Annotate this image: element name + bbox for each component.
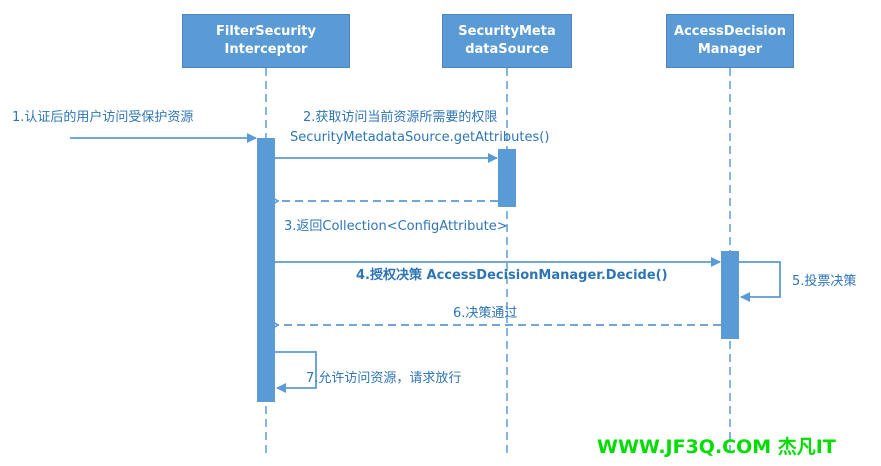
- participant-source-line2: dataSource: [465, 42, 549, 57]
- message-3-label: 3.返回Collection<ConfigAttribute>: [284, 219, 508, 234]
- message-7-label: 7.允许访问资源，请求放行: [306, 371, 462, 386]
- activation-filter: [257, 138, 275, 402]
- message-6-label: 6.决策通过: [453, 306, 518, 321]
- participant-manager-line2: Manager: [697, 42, 763, 57]
- participant-manager-line1: AccessDecision: [674, 24, 786, 39]
- activation-manager: [721, 251, 739, 339]
- message-4-label: 4.授权决策 AccessDecisionManager.Decide(): [356, 268, 668, 283]
- activation-source: [498, 149, 516, 207]
- message-1-label: 1.认证后的用户访问受保护资源: [12, 110, 194, 125]
- arrow-m7: [275, 351, 317, 393]
- participant-filter-security-interceptor: FilterSecurity Interceptor: [182, 14, 350, 68]
- participant-source-line1: SecurityMeta: [458, 24, 556, 39]
- message-5-label: 5.投票决策: [792, 274, 857, 289]
- message-2-label: 2.获取访问当前资源所需要的权限: [303, 110, 498, 125]
- participant-security-metadata-source: SecurityMeta dataSource: [442, 14, 572, 68]
- participant-filter-line1: FilterSecurity: [216, 24, 316, 39]
- message-2-method-label: SecurityMetadataSource.getAttributes(): [290, 130, 550, 145]
- participant-access-decision-manager: AccessDecision Manager: [666, 14, 794, 68]
- arrow-m5: [739, 261, 781, 302]
- site-watermark: WWW.JF3Q.COM 杰凡IT: [597, 436, 836, 458]
- participant-filter-line2: Interceptor: [224, 42, 308, 57]
